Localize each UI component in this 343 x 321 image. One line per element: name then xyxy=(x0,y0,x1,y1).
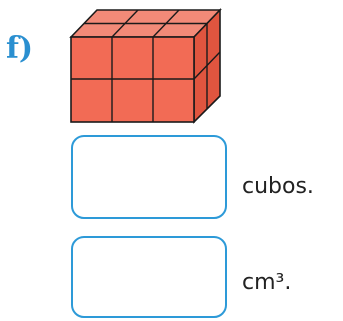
cubes-unit-label: cubos. xyxy=(242,174,314,199)
volume-unit-label: cm³. xyxy=(242,270,292,295)
cubes-answer-field[interactable] xyxy=(71,135,227,219)
item-label: f) xyxy=(6,31,34,66)
cube-stack-icon xyxy=(69,8,222,124)
volume-answer-field[interactable] xyxy=(71,236,227,318)
